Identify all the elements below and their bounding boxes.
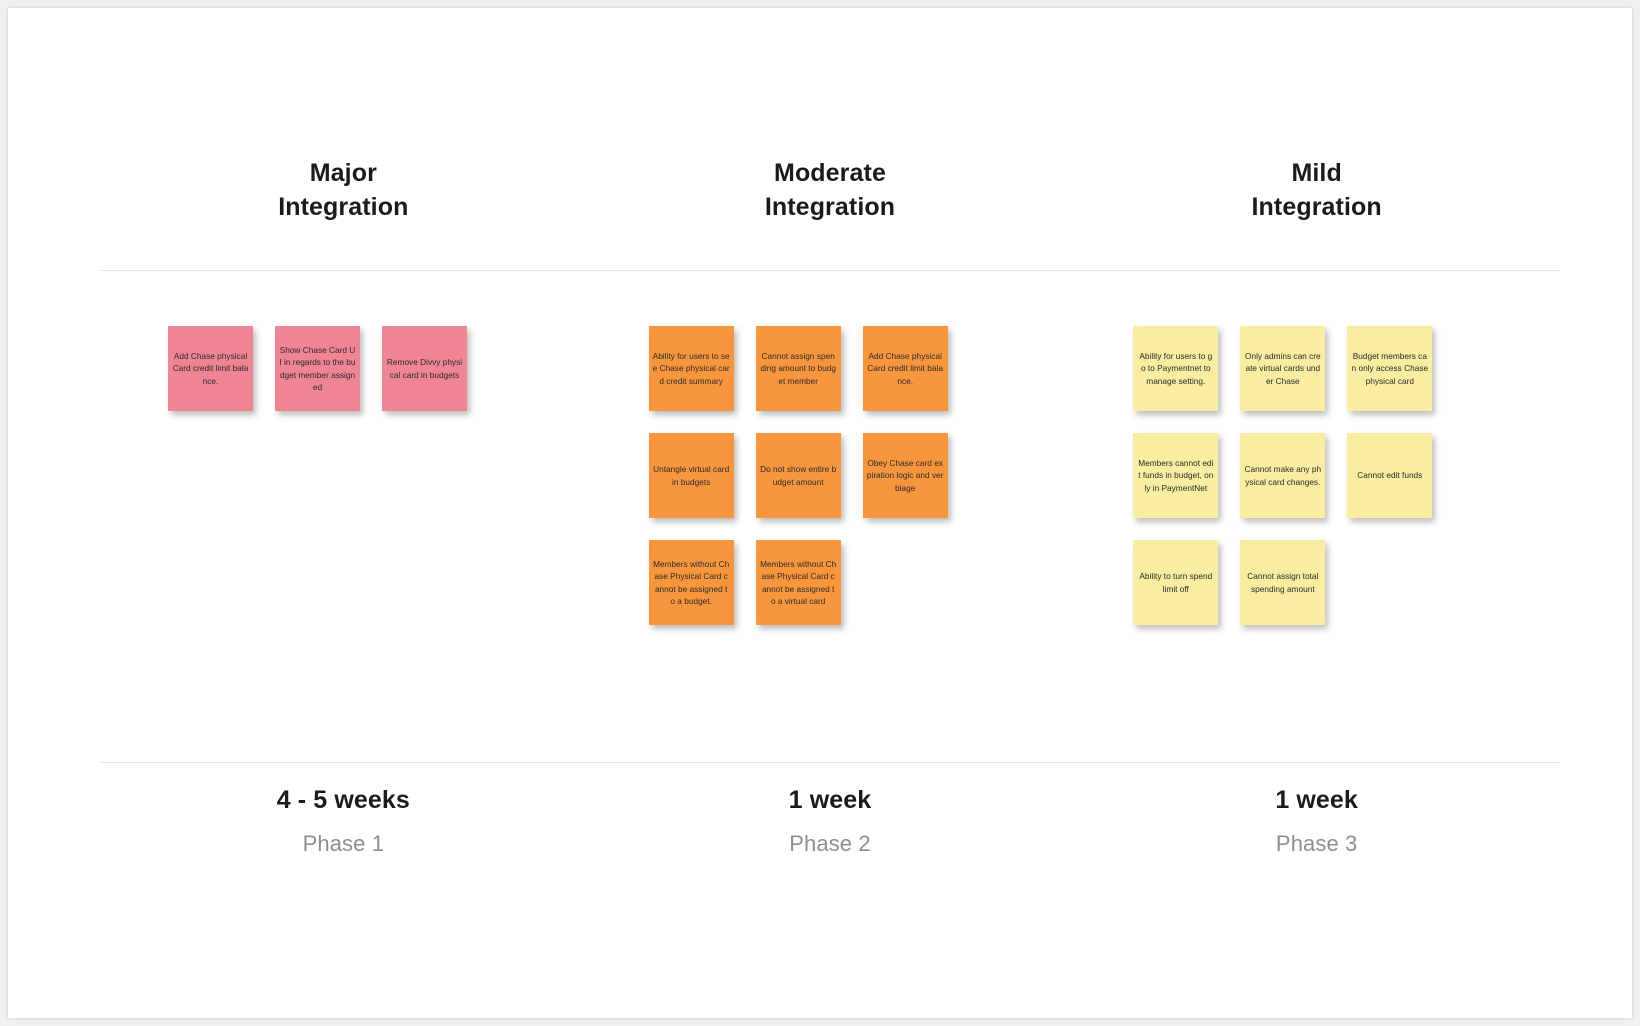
sticky-note-text: Obey Chase card expiration logic and ver… [866,458,944,493]
duration-label-moderate: 1 week [788,786,872,814]
sticky-note-text: Cannot assign total spending amount [1247,571,1319,594]
sticky-note-text: Do not show entire budget amount [760,464,837,487]
divider-bottom [100,762,1560,763]
notes-group-moderate: Ability for users to see Chase physical … [587,326,1074,625]
phase-label-mild: Phase 3 [1275,831,1358,856]
column-header-major-line2: Integration [278,193,409,221]
sticky-note-text: Add Chase physical Card credit limit bal… [172,351,249,386]
notes-group-mild: Ability for users to go to Paymentnet to… [1073,326,1560,625]
sticky-note-text: Show Chase Card UI in regards to the bud… [279,344,356,392]
column-header-moderate: Moderate Integration [587,156,1074,224]
column-header-mild-line2: Integration [1251,193,1382,221]
sticky-note-text: Only admins can create virtual cards und… [1245,351,1321,386]
sticky-note-text: Members without Chase Physical Card cann… [760,558,837,606]
sticky-note-text: Members cannot edit funds in budget, onl… [1138,458,1214,493]
sticky-note-text: Members without Chase Physical Card cann… [653,558,730,606]
column-header-moderate-line2: Integration [764,193,896,221]
notes-group-major: Add Chase physical Card credit limit bal… [100,326,587,411]
sticky-note[interactable]: Members without Chase Physical Card cann… [755,540,841,625]
column-moderate: Moderate Integration Ability for users t… [587,8,1074,1018]
column-header-mild: Mild Integration [1073,156,1560,224]
phase-label-major: Phase 1 [302,831,385,856]
sticky-note[interactable]: Ability for users to go to Paymentnet to… [1133,326,1219,411]
sticky-note[interactable]: Ability for users to see Chase physical … [648,326,734,411]
prioritization-board: Major Integration Add Chase physical Car… [8,8,1632,1018]
sticky-note[interactable]: Cannot assign spending amount to budget … [755,326,841,411]
column-mild: Mild Integration Ability for users to go… [1073,8,1560,1018]
sticky-note[interactable]: Untangle virtual card in budgets [648,433,734,518]
column-header-major-line1: Major [309,159,377,187]
sticky-note-text: Ability to turn spend limit off [1139,571,1213,594]
sticky-note[interactable]: Cannot make any physical card changes. [1240,433,1326,518]
column-header-mild-line1: Mild [1291,159,1342,187]
phase-label-moderate: Phase 2 [789,831,871,856]
column-header-major: Major Integration [100,156,587,224]
column-footer-mild: 1 week Phase 3 [1073,786,1560,857]
sticky-note[interactable]: Ability to turn spend limit off [1133,540,1219,625]
sticky-note[interactable]: Do not show entire budget amount [755,433,841,518]
column-header-moderate-line1: Moderate [774,159,886,187]
sticky-note[interactable]: Cannot assign total spending amount [1240,540,1326,625]
sticky-note[interactable]: Members cannot edit funds in budget, onl… [1133,433,1219,518]
sticky-note[interactable]: Add Chase physical Card credit limit bal… [862,326,948,411]
sticky-note[interactable]: Budget members can only access Chase phy… [1347,326,1433,411]
sticky-note-text: Ability for users to go to Paymentnet to… [1139,351,1213,386]
sticky-note-text: Budget members can only access Chase phy… [1351,351,1429,386]
sticky-note-text: Ability for users to see Chase physical … [652,351,730,386]
sticky-note[interactable]: Remove Divvy physical card in budgets [382,326,467,411]
sticky-note-text: Cannot assign spending amount to budget … [760,351,836,386]
column-footer-major: 4 - 5 weeks Phase 1 [100,786,587,857]
sticky-note-text: Cannot make any physical card changes. [1244,464,1322,487]
divider-top [100,270,1560,271]
sticky-note[interactable]: Cannot edit funds [1347,433,1433,518]
sticky-note-text: Untangle virtual card in budgets [653,464,730,487]
sticky-note[interactable]: Obey Chase card expiration logic and ver… [862,433,948,518]
sticky-note[interactable]: Only admins can create virtual cards und… [1240,326,1326,411]
column-major: Major Integration Add Chase physical Car… [100,8,587,1018]
sticky-note-text: Add Chase physical Card credit limit bal… [867,351,943,386]
duration-label-mild: 1 week [1275,786,1358,814]
columns-container: Major Integration Add Chase physical Car… [100,8,1560,1018]
sticky-note-text: Remove Divvy physical card in budgets [386,357,463,380]
sticky-note-text: Cannot edit funds [1357,470,1423,481]
sticky-note[interactable]: Add Chase physical Card credit limit bal… [168,326,253,411]
sticky-note[interactable]: Show Chase Card UI in regards to the bud… [275,326,360,411]
duration-label-major: 4 - 5 weeks [276,786,410,814]
column-footer-moderate: 1 week Phase 2 [587,786,1074,857]
sticky-note[interactable]: Members without Chase Physical Card cann… [648,540,734,625]
